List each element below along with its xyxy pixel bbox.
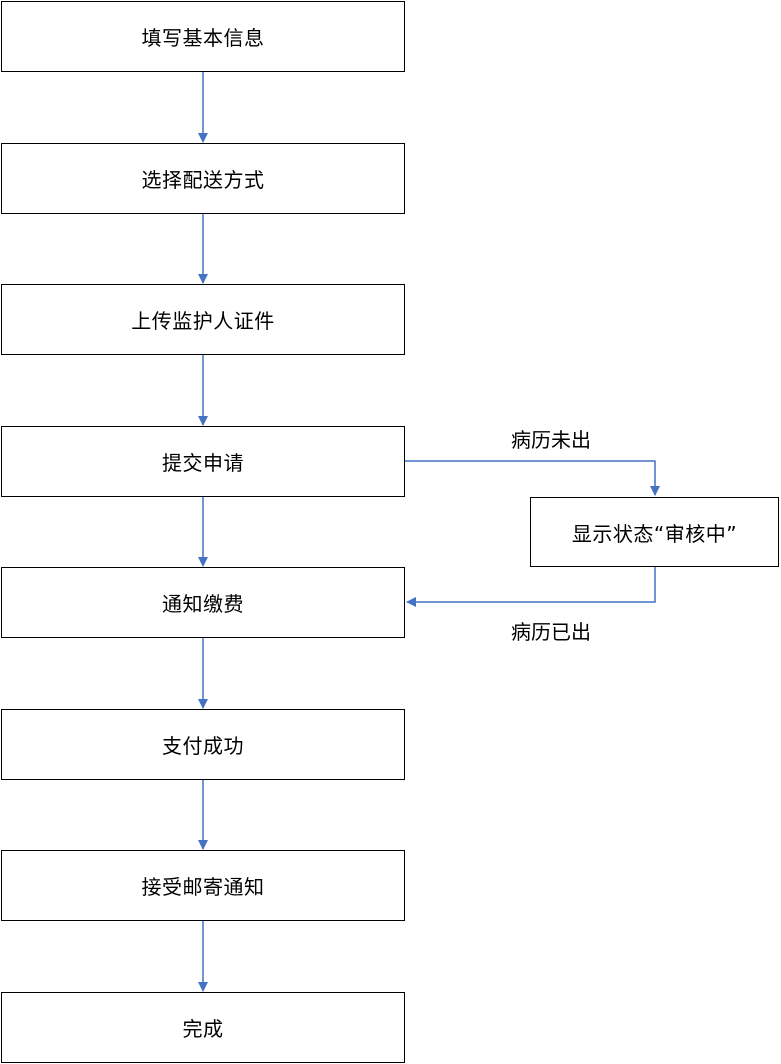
step-label: 完成 (182, 1017, 224, 1041)
branch-label: 显示状态“审核中” (571, 521, 738, 546)
step-label: 上传监护人证件 (131, 309, 275, 333)
step-choose-delivery: 选择配送方式 (1, 143, 405, 214)
step-upload-guardian-id: 上传监护人证件 (1, 284, 405, 355)
step-payment-notice: 通知缴费 (1, 567, 405, 638)
step-label: 通知缴费 (162, 592, 244, 616)
step-submit-application: 提交申请 (1, 426, 405, 497)
branch-status-under-review: 显示状态“审核中” (530, 497, 779, 567)
edge-label-record-not-ready: 病历未出 (511, 428, 591, 452)
step-label: 接受邮寄通知 (141, 875, 265, 899)
step-label: 选择配送方式 (141, 168, 265, 192)
step-fill-basic-info: 填写基本信息 (1, 1, 405, 72)
step-complete: 完成 (1, 992, 405, 1063)
arrow-s4-branch (405, 460, 660, 496)
step-label: 提交申请 (162, 451, 244, 475)
step-label: 支付成功 (162, 734, 244, 758)
step-payment-success: 支付成功 (1, 709, 405, 780)
arrow-branch-s5 (406, 567, 656, 607)
step-receive-mail-notice: 接受邮寄通知 (1, 850, 405, 921)
edge-label-record-ready: 病历已出 (511, 620, 591, 644)
step-label: 填写基本信息 (141, 26, 265, 50)
